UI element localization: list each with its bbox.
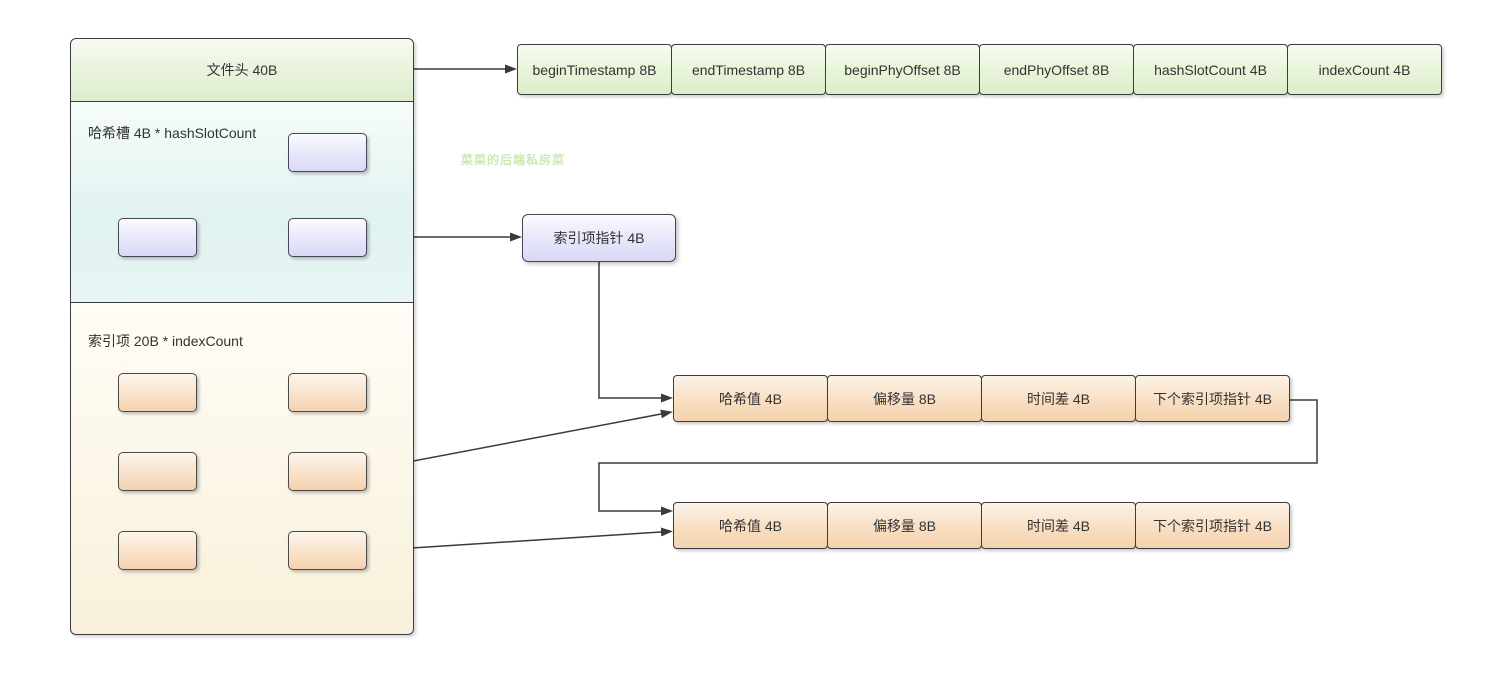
hash-slot-box xyxy=(288,218,367,257)
entry1-cell-next-index: 下个索引项指针 4B xyxy=(1135,375,1290,422)
field-cell-begin-timestamp: beginTimestamp 8B xyxy=(517,44,672,95)
field-cell-end-phyoffset: endPhyOffset 8B xyxy=(979,44,1134,95)
hash-slot-box xyxy=(288,133,367,172)
hash-slot-box xyxy=(118,218,197,257)
field-cell-index-count: indexCount 4B xyxy=(1287,44,1442,95)
index-entry-slot-box xyxy=(288,452,367,491)
index-pointer-box: 索引项指针 4B xyxy=(522,214,676,262)
index-entries-label: 索引项 20B * indexCount xyxy=(88,333,243,349)
entry1-cell-hash: 哈希值 4B xyxy=(673,375,828,422)
index-entry-slot-box xyxy=(288,373,367,412)
index-entry-slot-box xyxy=(118,452,197,491)
index-entry-slot-box xyxy=(288,531,367,570)
index-entry-slot-box xyxy=(118,373,197,412)
arrow-pointer-to-entry1 xyxy=(598,262,673,403)
entry2-cell-offset: 偏移量 8B xyxy=(827,502,982,549)
field-cell-begin-phyoffset: beginPhyOffset 8B xyxy=(825,44,980,95)
file-header-label: 文件头 40B xyxy=(206,62,278,78)
entry1-cell-offset: 偏移量 8B xyxy=(827,375,982,422)
index-entry-slot-box xyxy=(118,531,197,570)
field-cell-end-timestamp: endTimestamp 8B xyxy=(671,44,826,95)
entry2-cell-timediff: 时间差 4B xyxy=(981,502,1136,549)
watermark-text: 菜菜的后端私房菜 xyxy=(461,153,566,167)
entry2-cell-hash: 哈希值 4B xyxy=(673,502,828,549)
entry1-cell-timediff: 时间差 4B xyxy=(981,375,1136,422)
field-cell-hashslot-count: hashSlotCount 4B xyxy=(1133,44,1288,95)
hash-slots-label: 哈希槽 4B * hashSlotCount xyxy=(88,125,257,141)
entry2-cell-next-index: 下个索引项指针 4B xyxy=(1135,502,1290,549)
file-header-box: 文件头 40B xyxy=(70,38,414,102)
